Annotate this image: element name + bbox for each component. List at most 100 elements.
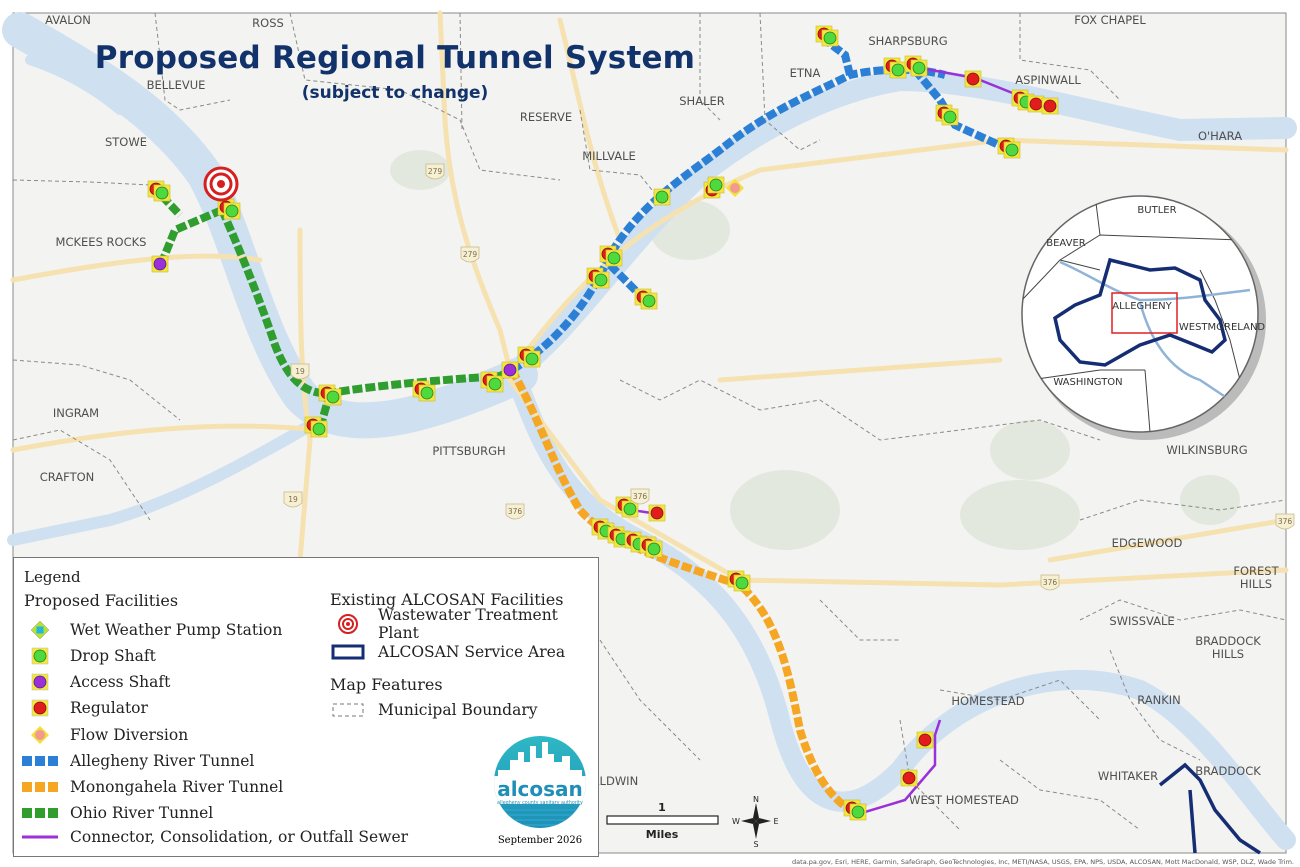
drop-shaft-icon[interactable] (324, 388, 342, 406)
legend-wwtp: Wastewater Treatment Plant (330, 606, 598, 642)
municipality-label: RESERVE (520, 110, 572, 124)
legend-access-shaft: Access Shaft (22, 671, 170, 693)
highway-shield: 376 (1275, 513, 1295, 530)
legend-allegheny-tunnel: Allegheny River Tunnel (22, 750, 254, 772)
municipality-label: INGRAM (53, 406, 99, 420)
legend-ohio-tunnel: Ohio River Tunnel (22, 802, 213, 824)
municipality-label: WHITAKER (1098, 769, 1158, 783)
compass-w: W (732, 817, 740, 826)
municipality-label: SHARPSBURG (868, 34, 947, 48)
legend-proposed-header: Proposed Facilities (24, 591, 179, 610)
legend-drop-shaft: Drop Shaft (22, 645, 156, 667)
service-area-line-2 (1188, 789, 1197, 854)
map-date: September 2026 (497, 835, 583, 846)
alcosan-logo-mark: alcosan allegheny county sanitary author… (494, 736, 586, 828)
drop-shaft-icon[interactable] (621, 500, 639, 518)
regulator-icon[interactable] (1041, 97, 1059, 115)
regulator-icon[interactable] (1027, 95, 1045, 113)
drop-shaft-icon[interactable] (523, 350, 541, 368)
flow-diversion-icon[interactable] (726, 179, 744, 197)
drop-shaft-icon[interactable] (733, 574, 751, 592)
drop-shaft-icon[interactable] (653, 188, 671, 206)
regulator-icon[interactable] (648, 504, 666, 522)
monongahela-river-tunnel (508, 368, 853, 814)
municipality-label: WEST HOMESTEAD (909, 793, 1019, 807)
highway-shield-number: 279 (428, 167, 443, 176)
drop-shaft-icon[interactable] (889, 61, 907, 79)
highway-shield-number: 279 (463, 250, 478, 259)
regulator-icon[interactable] (964, 70, 982, 88)
drop-shaft-icon[interactable] (640, 292, 658, 310)
regulator-icon[interactable] (900, 769, 918, 787)
regulator-icon[interactable] (916, 731, 934, 749)
drop-shaft-icon[interactable] (941, 108, 959, 126)
municipality-label: EDGEWOOD (1112, 536, 1183, 550)
wastewater-treatment-plant-icon[interactable] (203, 166, 239, 202)
drop-shaft-icon[interactable] (1003, 141, 1021, 159)
highway-shield: 376 (505, 503, 525, 520)
municipality-label: HOMESTEAD (951, 694, 1024, 708)
legend: Legend Proposed Facilities Wet Weather P… (13, 557, 599, 857)
scale-unit: Miles (646, 828, 679, 840)
drop-shaft-icon[interactable] (486, 375, 504, 393)
highway-shield: 19 (290, 363, 310, 380)
facilities (147, 25, 1059, 821)
drop-shaft-icon[interactable] (849, 803, 867, 821)
wwtp-icon (330, 614, 366, 634)
municipality-label: PITTSBURGH (432, 444, 505, 458)
highway-shield-number: 19 (288, 495, 298, 504)
inset-county-label: BEAVER (1046, 238, 1086, 249)
highway-shield-number: 376 (1043, 578, 1058, 587)
legend-service-area: ALCOSAN Service Area (330, 641, 565, 663)
mon-tunnel-swatch (22, 777, 58, 797)
drop-shaft-icon[interactable] (645, 540, 663, 558)
drop-shaft-icon (22, 646, 58, 666)
municipal-boundary-swatch (330, 700, 366, 720)
municipality-label: SHALER (679, 94, 724, 108)
drop-shaft-icon[interactable] (707, 176, 725, 194)
drop-shaft-icon[interactable] (910, 59, 928, 77)
drop-shaft-icon[interactable] (153, 184, 171, 202)
ohio-tunnel-swatch (22, 803, 58, 823)
legend-mon-tunnel: Monongahela River Tunnel (22, 776, 283, 798)
drop-shaft-icon[interactable] (310, 420, 328, 438)
highway-shield: 376 (630, 488, 650, 505)
highway-shields: 279 279 19 19 376 376 376 376 (283, 163, 1295, 591)
municipality-label: FOX CHAPEL (1074, 13, 1146, 27)
municipality-label: ETNA (790, 66, 821, 80)
map-subtitle: (subject to change) (301, 83, 489, 103)
highway-shield-number: 19 (295, 367, 305, 376)
compass-n: N (753, 795, 759, 804)
legend-connector: Connector, Consolidation, or Outfall Sew… (22, 826, 408, 848)
drop-shaft-icon[interactable] (821, 29, 839, 47)
municipality-label: AVALON (45, 13, 91, 27)
access-shaft-icon[interactable] (501, 361, 519, 379)
brand-tagline: allegheny county sanitary authority (497, 800, 583, 806)
connector-swatch (22, 827, 58, 847)
highway-shield: 279 (425, 163, 445, 180)
drop-shaft-icon[interactable] (418, 384, 436, 402)
service-area-line (1158, 762, 1261, 855)
municipality-label: O'HARA (1198, 129, 1242, 143)
municipality-label: CRAFTON (40, 470, 95, 484)
legend-pump-station: Wet Weather Pump Station (22, 619, 282, 641)
pump-station-icon (22, 620, 58, 640)
drop-shaft-icon[interactable] (605, 249, 623, 267)
municipality-label: SWISSVALE (1109, 614, 1174, 628)
allegheny-tunnel-swatch (22, 751, 58, 771)
legend-regulator: Regulator (22, 697, 148, 719)
municipality-label: MCKEES ROCKS (56, 235, 147, 249)
municipality-label: WILKINSBURG (1166, 443, 1247, 457)
regulator-icon (22, 698, 58, 718)
highway-shield: 279 (460, 246, 480, 263)
drop-shaft-icon[interactable] (223, 202, 241, 220)
alcosan-logo: alcosan allegheny county sanitary author… (490, 732, 590, 852)
inset-locator-map: BUTLERBEAVERALLEGHENYWESTMORELANDWASHING… (1021, 195, 1266, 440)
brand-name: alcosan (497, 777, 583, 801)
legend-title: Legend (24, 568, 81, 586)
access-shaft-icon[interactable] (151, 255, 169, 273)
drop-shaft-icon[interactable] (592, 271, 610, 289)
